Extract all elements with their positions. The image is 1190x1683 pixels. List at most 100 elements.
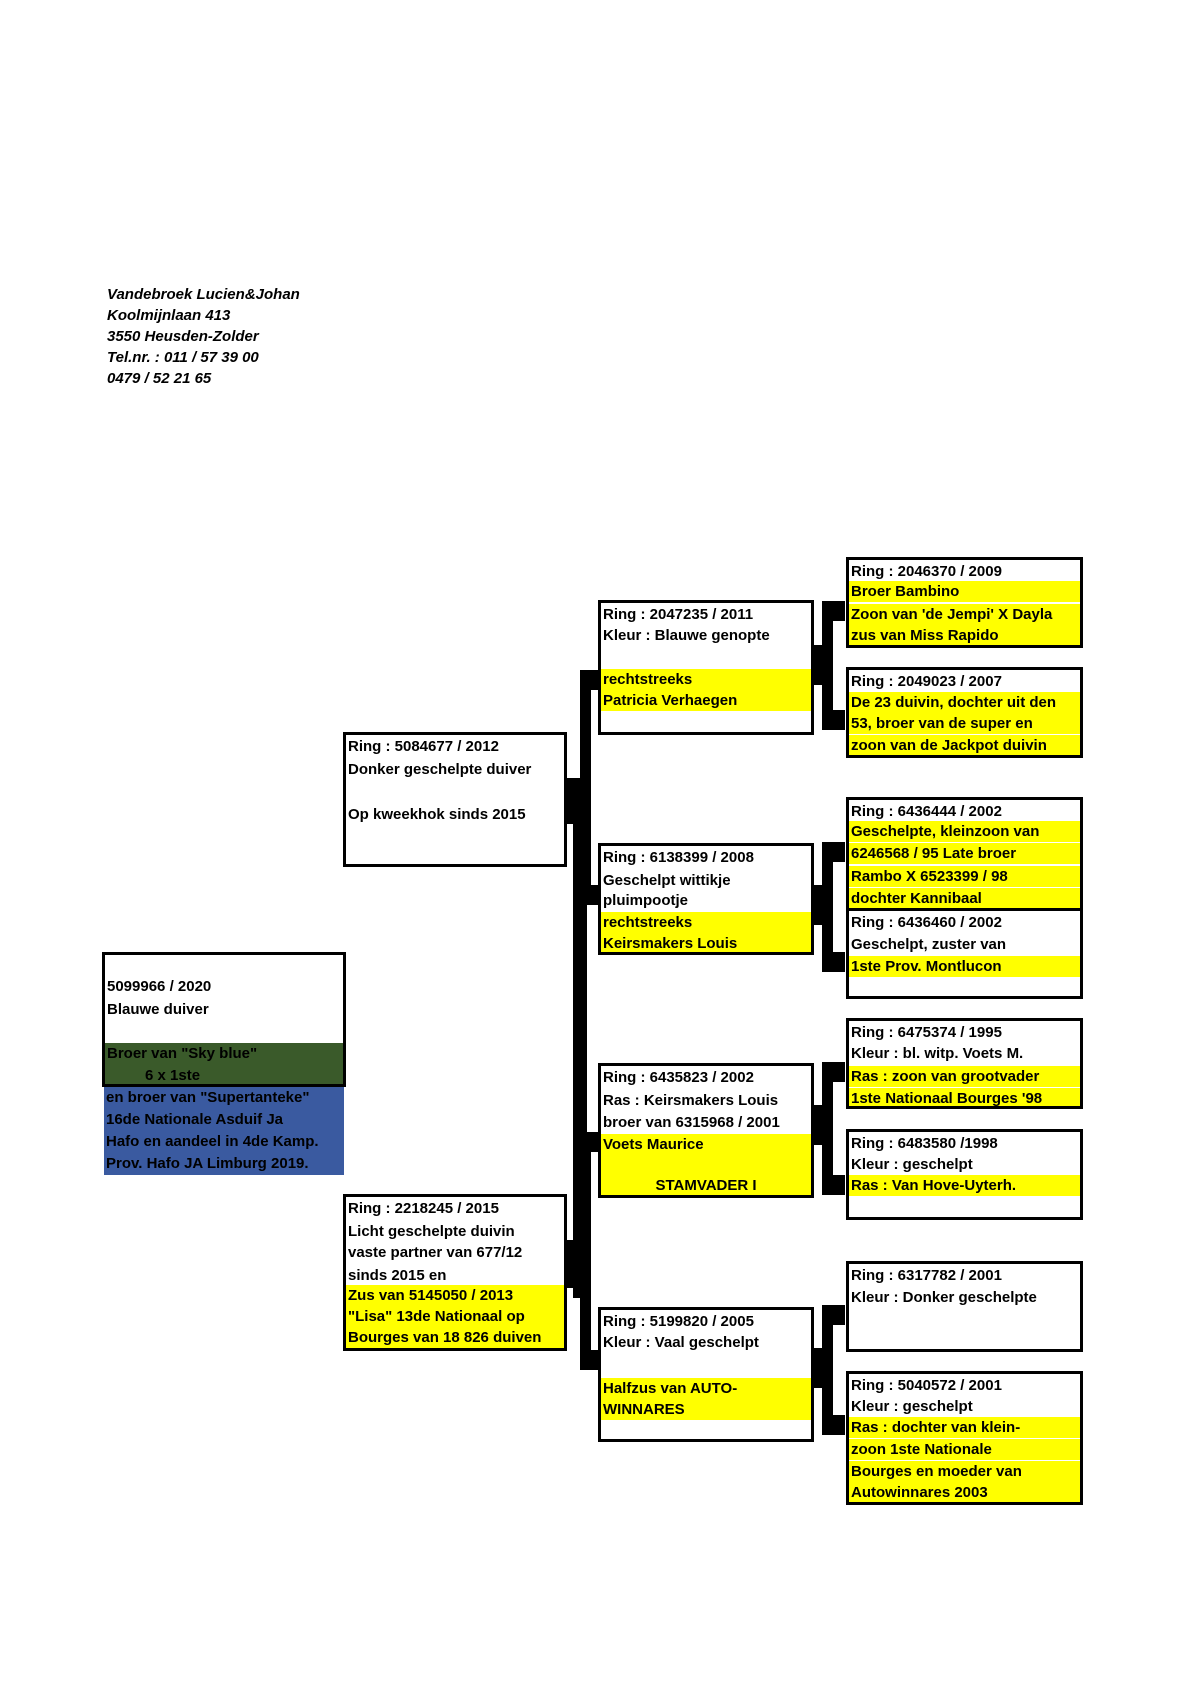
mmm-color: Kleur : geschelpt: [851, 1398, 973, 1415]
mmm-note3: Bourges en moeder van: [849, 1461, 1080, 1482]
mf-hl-fill: [601, 1155, 811, 1195]
connector-mf-top: [822, 1062, 845, 1082]
fmm-ring: Ring : 6436460 / 2002: [851, 914, 1002, 931]
fmf-card: Ring : 6436444 / 2002 Geschelpte, kleinz…: [846, 797, 1083, 912]
mm-note2: WINNARES: [601, 1399, 811, 1420]
fm-ring: Ring : 6138399 / 2008: [603, 849, 754, 866]
fmm-note1: Geschelpt, zuster van: [851, 936, 1007, 953]
fm-color: Geschelpt wittikje: [603, 872, 731, 889]
subject-note1-bg: [105, 1043, 343, 1065]
owner-name: Vandebroek Lucien&Johan: [107, 286, 300, 303]
subject-ring: 5099966 / 2020: [107, 978, 212, 995]
owner-tel: Tel.nr. : 011 / 57 39 00: [107, 349, 259, 366]
father-note: Op kweekhok sinds 2015: [348, 806, 526, 823]
father-color: Donker geschelpte duiver: [348, 761, 532, 778]
ff-note1: rechtstreeks: [601, 669, 811, 690]
mm-card: Ring : 5199820 / 2005 Kleur : Vaal gesch…: [598, 1307, 814, 1442]
father-card: Ring : 5084677 / 2012 Donker geschelpte …: [343, 732, 567, 867]
mf-note1: broer van 6315968 / 2001: [603, 1114, 780, 1131]
subject-note6: Prov. Hafo JA Limburg 2019.: [106, 1155, 309, 1172]
mf-card: Ring : 6435823 / 2002 Ras : Keirsmakers …: [598, 1063, 814, 1198]
mother-card: Ring : 2218245 / 2015 Licht geschelpte d…: [343, 1194, 567, 1351]
subject-note2: 6 x 1ste: [145, 1067, 201, 1084]
owner-block: Vandebroek Lucien&Johan Koolmijnlaan 413…: [107, 284, 300, 389]
fmf-note3: Rambo X 6523399 / 98: [849, 866, 1080, 887]
fm-card: Ring : 6138399 / 2008 Geschelpt wittikje…: [598, 843, 814, 955]
mf-note2: Voets Maurice: [601, 1134, 811, 1155]
fff-card: Ring : 2046370 / 2009 Broer Bambino Zoon…: [846, 557, 1083, 648]
fm-note1: pluimpootje: [603, 892, 688, 909]
subject-note1: Broer van "Sky blue": [107, 1045, 258, 1062]
connector-father-branch-mid: [565, 778, 591, 824]
mm-ring: Ring : 5199820 / 2005: [603, 1313, 754, 1330]
fmf-note2: 6246568 / 95 Late broer: [849, 843, 1080, 864]
ffm-note2: 53, broer van de super en: [849, 713, 1080, 734]
ff-note2: Patricia Verhaegen: [601, 690, 811, 711]
subject-color: Blauwe duiver: [107, 1001, 209, 1018]
mf-stamvader: STAMVADER I: [655, 1177, 757, 1194]
fff-ring: Ring : 2046370 / 2009: [851, 563, 1002, 580]
mmf-card: Ring : 6317782 / 2001 Kleur : Donker ges…: [846, 1261, 1083, 1352]
connector-mf-bottom: [822, 1175, 845, 1195]
mfm-ring: Ring : 6483580 /1998: [851, 1135, 998, 1152]
mother-color: Licht geschelpte duivin: [348, 1223, 515, 1240]
fff-note2: Zoon van 'de Jempi' X Dayla: [849, 604, 1080, 625]
connector-ff-bottom: [822, 710, 845, 730]
fmm-note2: 1ste Prov. Montlucon: [849, 956, 1080, 977]
fmm-card: Ring : 6436460 / 2002 Geschelpt, zuster …: [846, 908, 1083, 999]
fm-note2: rechtstreeks: [601, 912, 811, 933]
fff-note3: zus van Miss Rapido: [849, 625, 1080, 645]
mmm-note4: Autowinnares 2003: [849, 1482, 1080, 1502]
subject-notes-blue: en broer van "Supertanteke" 16de Nationa…: [104, 1087, 344, 1175]
mother-note2: sinds 2015 en: [348, 1267, 447, 1284]
connector-mother-branch-bottom: [580, 1350, 602, 1370]
connector-mother-branch-mid: [565, 1240, 591, 1286]
subject-note4: 16de Nationale Asduif Ja: [106, 1111, 283, 1128]
mmm-note2: zoon 1ste Nationale: [849, 1439, 1080, 1460]
connector-mother-branch-top: [580, 1132, 602, 1152]
mother-note5: Bourges van 18 826 duiven: [346, 1327, 564, 1348]
owner-mobile: 0479 / 52 21 65: [107, 370, 212, 387]
subject-card: 5099966 / 2020 Blauwe duiver Broer van "…: [102, 952, 346, 1087]
ff-ring: Ring : 2047235 / 2011: [603, 606, 754, 623]
mmm-note1: Ras : dochter van klein-: [849, 1417, 1080, 1438]
fmf-note4: dochter Kannibaal: [849, 888, 1080, 909]
ffm-card: Ring : 2049023 / 2007 De 23 duivin, doch…: [846, 667, 1083, 758]
connector-mm-mid: [810, 1348, 833, 1388]
subject-note1-bg2: [105, 1065, 343, 1084]
mmm-card: Ring : 5040572 / 2001 Kleur : geschelpt …: [846, 1371, 1083, 1505]
ffm-ring: Ring : 2049023 / 2007: [851, 673, 1002, 690]
fm-note3: Keirsmakers Louis: [601, 933, 811, 952]
connector-father-branch-top: [580, 670, 602, 690]
father-ring: Ring : 5084677 / 2012: [348, 738, 499, 755]
fff-note1: Broer Bambino: [849, 581, 1080, 602]
mmf-ring: Ring : 6317782 / 2001: [851, 1267, 1002, 1284]
mfm-color: Kleur : geschelpt: [851, 1156, 973, 1173]
connector-mm-bottom: [822, 1415, 845, 1435]
mm-note1: Halfzus van AUTO-: [601, 1378, 811, 1399]
ff-color: Kleur : Blauwe genopte: [603, 627, 770, 644]
ffm-note3: zoon van de Jackpot duivin: [849, 735, 1080, 755]
fmf-ring: Ring : 6436444 / 2002: [851, 803, 1002, 820]
mff-ring: Ring : 6475374 / 1995: [851, 1024, 1002, 1041]
mmf-color: Kleur : Donker geschelpte: [851, 1289, 1037, 1306]
mf-ring: Ring : 6435823 / 2002: [603, 1069, 754, 1086]
mfm-note1: Ras : Van Hove-Uyterh.: [849, 1175, 1080, 1196]
ffm-note1: De 23 duivin, dochter uit den: [849, 692, 1080, 713]
mother-note3: Zus van 5145050 / 2013: [346, 1285, 564, 1306]
mff-card: Ring : 6475374 / 1995 Kleur : bl. witp. …: [846, 1018, 1083, 1109]
subject-note3: en broer van "Supertanteke": [106, 1089, 310, 1106]
connector-fm-mid: [810, 885, 833, 925]
connector-fm-bottom: [822, 952, 845, 972]
connector-ff-mid: [810, 645, 833, 685]
mother-note1: vaste partner van 677/12: [348, 1244, 523, 1261]
mmm-ring: Ring : 5040572 / 2001: [851, 1377, 1002, 1394]
fmf-note1: Geschelpte, kleinzoon van: [849, 821, 1080, 842]
subject-note5: Hafo en aandeel in 4de Kamp.: [106, 1133, 319, 1150]
connector-father-branch-bottom: [580, 885, 602, 905]
mf-ras: Ras : Keirsmakers Louis: [603, 1092, 779, 1109]
owner-street: Koolmijnlaan 413: [107, 307, 231, 324]
connector-ff-top: [822, 601, 845, 621]
owner-city: 3550 Heusden-Zolder: [107, 328, 259, 345]
connector-mf-mid: [810, 1105, 833, 1145]
